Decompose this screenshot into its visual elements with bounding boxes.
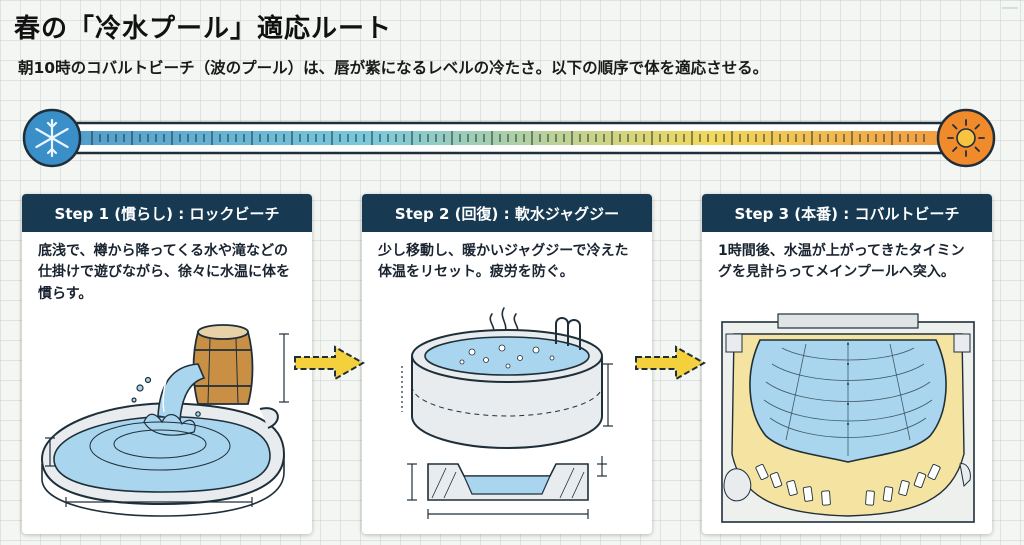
- corner-mark-icon: [1002, 7, 1018, 9]
- step-3-description: 1時間後、水温が上がってきたタイミングを見計らってメインプールへ突入。: [718, 243, 965, 281]
- jacuzzi-icon: [401, 307, 613, 519]
- lounger-icon: [882, 486, 894, 502]
- page-title: 春の「冷水プール」適応ルート: [14, 14, 393, 44]
- step-2-header: Step 2 (回復) : 軟水ジャグジー: [362, 194, 652, 232]
- temperature-ticks: [91, 131, 925, 145]
- temperature-bar: [22, 108, 996, 168]
- sun-icon: [936, 108, 996, 168]
- arrow-step1-to-step2-icon: [294, 345, 366, 381]
- step-3-header: Step 3 (本番) : コバルトビーチ: [702, 194, 992, 232]
- lounger-icon: [821, 490, 831, 506]
- lounger-icon: [786, 480, 798, 496]
- snowflake-icon: [22, 108, 82, 168]
- wave-pool-map-icon: [721, 313, 975, 523]
- lounger-icon: [769, 472, 783, 488]
- lounger-icon: [898, 480, 910, 496]
- lounger-icon: [927, 464, 941, 480]
- step-1-description: 底浅で、樽から降ってくる水や滝などの仕掛けで遊びながら、徐々に水温に体を慣らす。: [38, 243, 290, 302]
- step-card-3: Step 3 (本番) : コバルトビーチ 1時間後、水温が上がってきたタイミン…: [702, 194, 992, 534]
- step-card-1: Step 1 (慣らし) : ロックビーチ 底浅で、樽から降ってくる水や滝などの…: [22, 194, 312, 534]
- lounger-icon: [865, 490, 875, 506]
- step-2-description: 少し移動し、暖かいジャグジーで冷えた体温をリセット。疲労を防ぐ。: [378, 243, 629, 281]
- lounger-icon: [802, 486, 814, 502]
- step-1-header: Step 1 (慣らし) : ロックビーチ: [22, 194, 312, 232]
- lounger-icon: [755, 464, 769, 480]
- barrel-waterfall-pool-icon: [40, 324, 289, 517]
- arrow-step2-to-step3-icon: [635, 345, 707, 381]
- page-subtitle: 朝10時のコバルトビーチ（波のプール）は、唇が紫になるレベルの冷たさ。以下の順序…: [18, 59, 769, 77]
- step-card-2: Step 2 (回復) : 軟水ジャグジー 少し移動し、暖かいジャグジーで冷えた…: [362, 194, 652, 534]
- lounger-icon: [913, 472, 927, 488]
